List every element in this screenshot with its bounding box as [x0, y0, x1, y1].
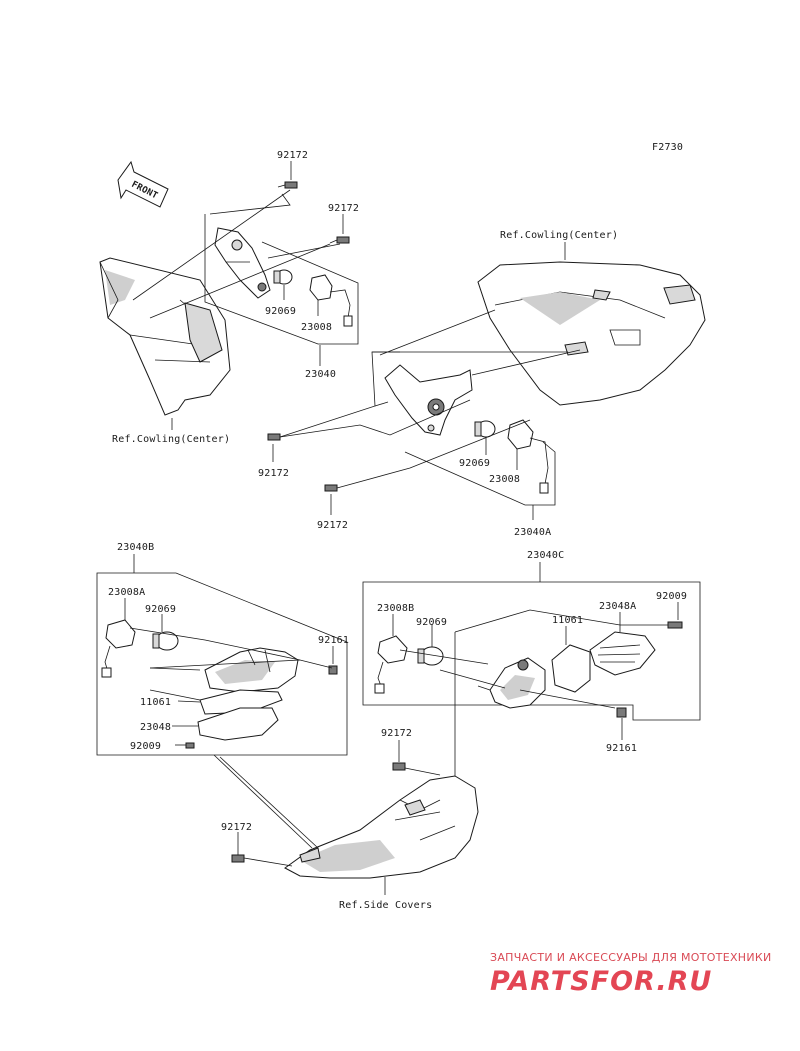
label-nut-b: 92161: [318, 635, 349, 646]
socket-c: [374, 635, 408, 694]
watermark-logo: PARTSFOR.RU: [490, 966, 713, 997]
bolt-top-2-icon: [329, 236, 350, 244]
label-bolt-low-1: 92172: [381, 728, 412, 739]
label-ref-cowling-right: Ref.Cowling(Center): [500, 230, 618, 241]
label-housing-b: 23048: [140, 722, 171, 733]
lens-b: [199, 689, 283, 715]
label-socket-c: 23008B: [377, 603, 414, 614]
socket-top: [309, 274, 353, 327]
label-screw-b: 92009: [130, 741, 161, 752]
cowling-left-part: [99, 257, 231, 416]
label-ref-cowling-left: Ref.Cowling(Center): [112, 434, 230, 445]
bracket-top: [214, 227, 271, 299]
side-cover-part: [284, 775, 479, 879]
housing-b: [197, 707, 279, 741]
label-bolt-low-2: 92172: [221, 822, 252, 833]
nut-c-icon: [616, 707, 627, 718]
turn-signal-body-b: [204, 647, 299, 693]
nut-b-icon: [328, 665, 338, 675]
socket-b: [101, 619, 136, 678]
screw-b-icon: [185, 742, 195, 749]
cowling-center-part: [477, 261, 706, 406]
label-assy-b: 23040B: [117, 542, 154, 553]
label-screw-c: 92009: [656, 591, 687, 602]
label-socket-mid: 23008: [489, 474, 520, 485]
label-socket-b: 23008A: [108, 587, 145, 598]
front-arrow-icon: FRONT: [117, 160, 169, 208]
label-assy-top: 23040: [305, 369, 336, 380]
bolt-mid-1-icon: [267, 433, 281, 441]
label-bulb-c: 92069: [416, 617, 447, 628]
label-bulb-mid: 92069: [459, 458, 490, 469]
watermark-subtitle: ЗАПЧАСТИ И АКСЕССУАРЫ ДЛЯ МОТОТЕХНИКИ: [490, 951, 772, 964]
screw-c-icon: [667, 621, 683, 629]
figure-code: F2730: [652, 142, 683, 153]
label-assy-c: 23040C: [527, 550, 564, 561]
label-bolt-mid-2: 92172: [317, 520, 348, 531]
bulb-b: [152, 631, 179, 651]
turn-signal-body-c: [489, 657, 546, 709]
label-bolt-mid-1: 92172: [258, 468, 289, 479]
bulb-top: [273, 269, 293, 285]
label-bolt-top-2: 92172: [328, 203, 359, 214]
bulb-mid: [474, 420, 496, 438]
label-bolt-top-1: 92172: [277, 150, 308, 161]
bolt-mid-2-icon: [324, 484, 338, 492]
housing-c: [589, 631, 656, 676]
lens-c: [551, 644, 591, 693]
label-assy-mid: 23040A: [514, 527, 551, 538]
bolt-top-1-icon: [277, 181, 298, 189]
label-socket-top: 23008: [301, 322, 332, 333]
bolt-low-1-icon: [392, 762, 406, 771]
label-bulb-b: 92069: [145, 604, 176, 615]
label-lens-c: 11061: [552, 615, 583, 626]
label-lens-b: 11061: [140, 697, 171, 708]
label-nut-c: 92161: [606, 743, 637, 754]
socket-mid: [507, 419, 549, 494]
label-bulb-top: 92069: [265, 306, 296, 317]
label-ref-side-covers: Ref.Side Covers: [339, 900, 432, 911]
bracket-mid: [384, 364, 473, 436]
label-housing-c: 23048A: [599, 601, 636, 612]
bolt-low-2-icon: [231, 854, 245, 863]
